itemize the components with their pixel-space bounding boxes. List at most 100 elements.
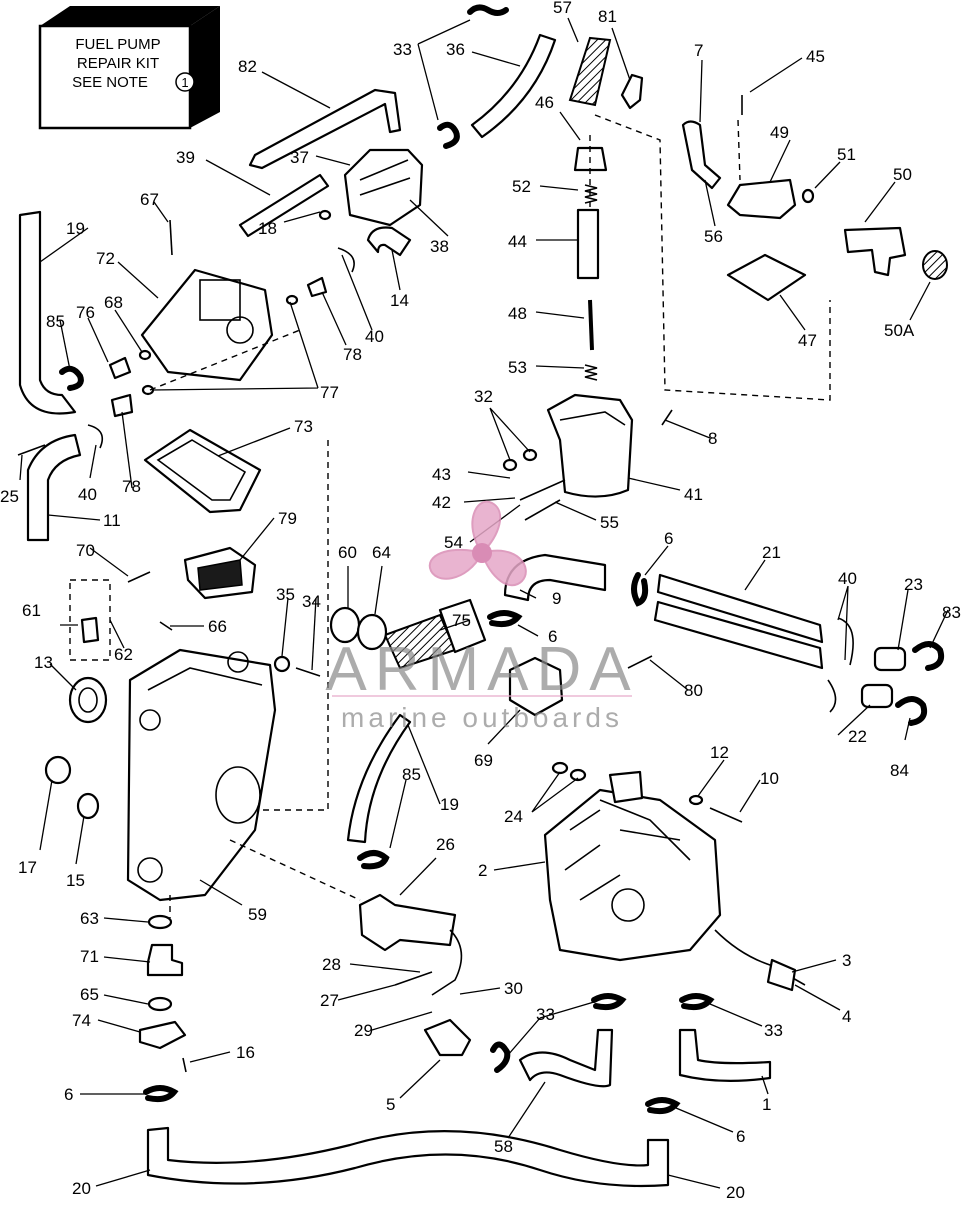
screw-66 bbox=[159, 621, 173, 631]
callout-6-right: 6 bbox=[736, 1127, 745, 1146]
elbow-14 bbox=[366, 226, 412, 257]
pump-port bbox=[611, 888, 645, 922]
watermark-brand: ARMADA bbox=[325, 635, 638, 704]
callout-67: 67 bbox=[140, 190, 159, 209]
pump-cover-port bbox=[226, 316, 254, 344]
hose-11 bbox=[26, 433, 82, 542]
pump-cover-detail bbox=[199, 279, 241, 321]
clamp-85-left bbox=[59, 365, 84, 391]
fitting-54 bbox=[438, 598, 487, 654]
callout-61: 61 bbox=[22, 601, 41, 620]
oring-32a bbox=[502, 458, 518, 472]
callout-17: 17 bbox=[18, 858, 37, 877]
callout-30: 30 bbox=[504, 979, 523, 998]
callout-42: 42 bbox=[432, 493, 451, 512]
plate-74 bbox=[138, 1020, 187, 1050]
ring-15 bbox=[76, 792, 100, 820]
oring-77a bbox=[285, 294, 299, 306]
callout-68: 68 bbox=[104, 293, 123, 312]
callout-8: 8 bbox=[708, 429, 717, 448]
fuel-pump-detail bbox=[359, 159, 411, 196]
washer-12 bbox=[688, 794, 704, 806]
sensor-lead-28 bbox=[431, 929, 463, 996]
clamp-84 bbox=[895, 696, 928, 726]
wire-harness-3 bbox=[714, 929, 806, 986]
callout-33-lower-left: 33 bbox=[536, 1005, 555, 1024]
housing-hole-2 bbox=[137, 857, 163, 883]
spring-53 bbox=[584, 364, 598, 381]
callout-14: 14 bbox=[390, 291, 409, 310]
callout-59: 59 bbox=[248, 905, 267, 924]
callout-76: 76 bbox=[76, 303, 95, 322]
oring-32b bbox=[522, 448, 538, 462]
callout-32: 32 bbox=[474, 387, 493, 406]
oring-51 bbox=[801, 188, 815, 204]
ring-17 bbox=[44, 755, 72, 785]
callout-74: 74 bbox=[72, 1011, 91, 1030]
callout-72: 72 bbox=[96, 249, 115, 268]
callout-3: 3 bbox=[842, 951, 851, 970]
fitting-61 bbox=[80, 616, 100, 644]
callout-46: 46 bbox=[535, 93, 554, 112]
hose-58 bbox=[518, 1028, 614, 1088]
fitting-78b bbox=[110, 393, 134, 418]
clamp-33-lower-b bbox=[679, 993, 715, 1011]
fitting-78a bbox=[306, 276, 328, 298]
note-box-line-3: SEE NOTE bbox=[72, 74, 148, 91]
hose-1 bbox=[678, 1028, 772, 1082]
callout-82: 82 bbox=[238, 57, 257, 76]
callout-51: 51 bbox=[837, 145, 856, 164]
callout-75: 75 bbox=[452, 611, 471, 630]
callout-43: 43 bbox=[432, 465, 451, 484]
callout-40-left: 40 bbox=[78, 485, 97, 504]
plate-47 bbox=[726, 253, 807, 302]
callout-54: 54 bbox=[444, 533, 463, 552]
guide-line-3 bbox=[260, 440, 329, 811]
callout-40-right: 40 bbox=[838, 569, 857, 588]
callout-53: 53 bbox=[508, 358, 527, 377]
callout-26: 26 bbox=[436, 835, 455, 854]
callout-70: 70 bbox=[76, 541, 95, 560]
propeller-logo-icon bbox=[428, 500, 527, 587]
needle-48 bbox=[588, 299, 594, 351]
bowl-rim bbox=[559, 411, 626, 426]
callout-6-mid: 6 bbox=[548, 627, 557, 646]
callout-65: 65 bbox=[80, 985, 99, 1004]
callout-34: 34 bbox=[302, 592, 321, 611]
callout-10: 10 bbox=[760, 769, 779, 788]
clip-40-mid bbox=[337, 247, 355, 273]
callout-78-top: 78 bbox=[343, 345, 362, 364]
guide-line-4 bbox=[149, 329, 301, 391]
clamp-33-lower-a bbox=[591, 993, 627, 1011]
hose-21-top bbox=[656, 573, 824, 644]
pump-fins bbox=[564, 799, 691, 901]
callout-35: 35 bbox=[276, 585, 295, 604]
clamp-6-mid bbox=[487, 610, 523, 628]
callout-labels: 82 33 36 57 81 7 45 46 49 51 50 52 44 56… bbox=[0, 0, 961, 1202]
sensor-lead-27 bbox=[394, 971, 433, 986]
callout-39: 39 bbox=[176, 148, 195, 167]
screw-8 bbox=[661, 409, 673, 426]
callout-25: 25 bbox=[0, 487, 19, 506]
callout-40-mid: 40 bbox=[365, 327, 384, 346]
callout-52: 52 bbox=[512, 177, 531, 196]
housing-port bbox=[215, 766, 261, 824]
callout-20-right: 20 bbox=[726, 1183, 745, 1202]
sensor-26 bbox=[358, 893, 457, 952]
callout-85-lower: 85 bbox=[402, 765, 421, 784]
callout-7: 7 bbox=[694, 41, 703, 60]
callout-24: 24 bbox=[504, 807, 523, 826]
washer-35 bbox=[273, 655, 291, 673]
callout-6-left: 6 bbox=[64, 1085, 73, 1104]
callout-23: 23 bbox=[904, 575, 923, 594]
hose-21-bottom bbox=[653, 600, 824, 670]
callout-48: 48 bbox=[508, 304, 527, 323]
callout-63: 63 bbox=[80, 909, 99, 928]
callout-69: 69 bbox=[474, 751, 493, 770]
callout-33-lower-right: 33 bbox=[764, 1021, 783, 1040]
oring-63 bbox=[147, 914, 173, 930]
callout-66: 66 bbox=[208, 617, 227, 636]
note-number: 1 bbox=[181, 75, 188, 90]
callout-38: 38 bbox=[430, 237, 449, 256]
callout-60: 60 bbox=[338, 543, 357, 562]
